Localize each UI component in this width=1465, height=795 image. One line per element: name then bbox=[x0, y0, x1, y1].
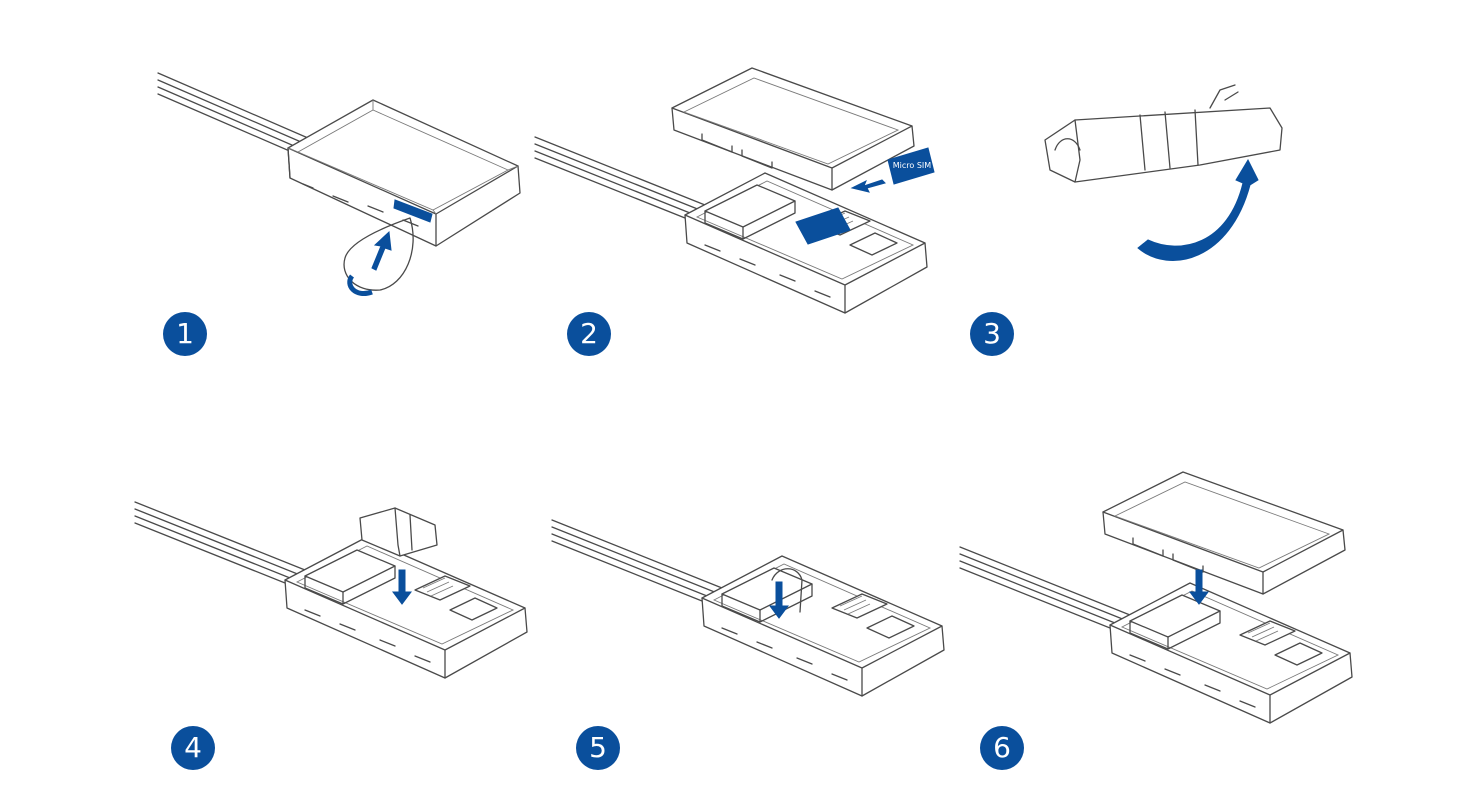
step-4-badge: 4 bbox=[171, 726, 215, 770]
step-3-badge: 3 bbox=[970, 312, 1014, 356]
step-2-badge: 2 bbox=[567, 312, 611, 356]
step-1-badge: 1 bbox=[163, 312, 207, 356]
step-6-illustration bbox=[959, 471, 1353, 724]
step-3-illustration bbox=[1044, 84, 1283, 261]
step-4-illustration bbox=[134, 501, 528, 679]
sim-card-label: Micro SIM bbox=[893, 161, 932, 170]
step-2-illustration: Micro SIM bbox=[534, 67, 935, 314]
step-5-badge: 5 bbox=[576, 726, 620, 770]
step-1-illustration bbox=[157, 72, 521, 296]
step-6-badge: 6 bbox=[980, 726, 1024, 770]
step-5-illustration bbox=[551, 519, 945, 697]
